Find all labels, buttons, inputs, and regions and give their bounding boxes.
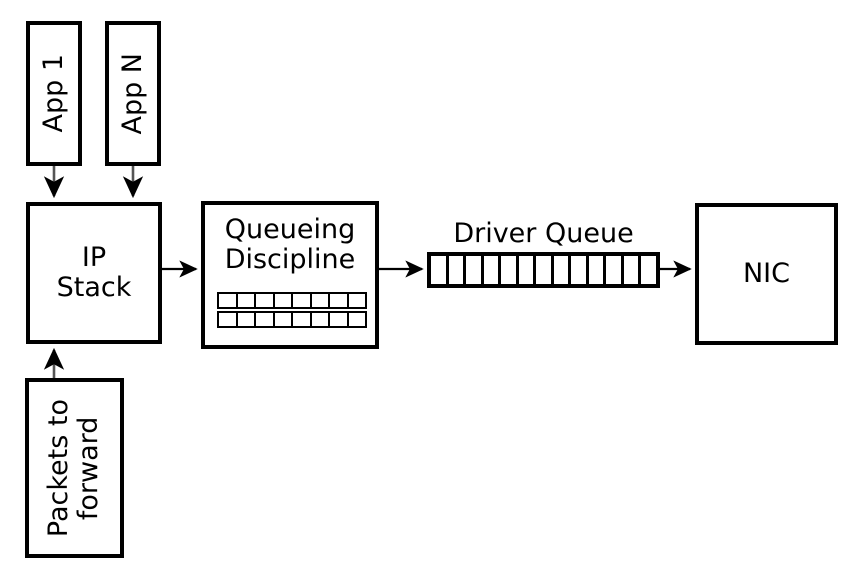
qdisc-queue-row (217, 292, 367, 309)
driver-queue-label: Driver Queue (453, 218, 634, 249)
qdisc-queue-cell (275, 294, 293, 307)
node-ip-stack-label: IP Stack (56, 241, 132, 303)
qdisc-queue-slots (217, 292, 367, 328)
qdisc-queue-cell (312, 313, 330, 326)
qdisc-queue-cell (330, 313, 349, 326)
driver-queue-cell (571, 256, 589, 284)
driver-queue-cell (536, 256, 554, 284)
node-nic: NIC (695, 203, 838, 345)
qdisc-queue-cell (238, 313, 256, 326)
driver-queue-cell (484, 256, 502, 284)
qdisc-queue-cell (256, 313, 275, 326)
node-driver-queue (427, 252, 660, 288)
qdisc-queue-row (217, 311, 367, 328)
node-queueing-discipline-label: Queueing Discipline (224, 214, 356, 276)
driver-queue-cell (449, 256, 467, 284)
node-packets-to-forward: Packets to forward (25, 378, 124, 558)
qdisc-queue-cell (219, 294, 238, 307)
driver-queue-cell (589, 256, 607, 284)
qdisc-queue-cell (238, 294, 256, 307)
qdisc-queue-cell (312, 294, 330, 307)
node-app-1: App 1 (26, 21, 82, 166)
node-nic-label: NIC (742, 257, 790, 289)
qdisc-queue-cell (293, 313, 312, 326)
qdisc-queue-cell (256, 294, 275, 307)
driver-queue-cell (519, 256, 537, 284)
qdisc-queue-cell (330, 294, 349, 307)
driver-queue-cell (501, 256, 519, 284)
driver-queue-cell (624, 256, 642, 284)
qdisc-queue-cell (219, 313, 238, 326)
driver-queue-cell (554, 256, 572, 284)
node-queueing-discipline: Queueing Discipline (201, 201, 379, 349)
driver-queue-cell (466, 256, 484, 284)
driver-queue-cell (431, 256, 449, 284)
qdisc-queue-cell (275, 313, 293, 326)
node-app-n: App N (105, 21, 161, 166)
node-ip-stack: IP Stack (26, 202, 162, 344)
driver-queue-cell (606, 256, 624, 284)
qdisc-queue-cell (293, 294, 312, 307)
